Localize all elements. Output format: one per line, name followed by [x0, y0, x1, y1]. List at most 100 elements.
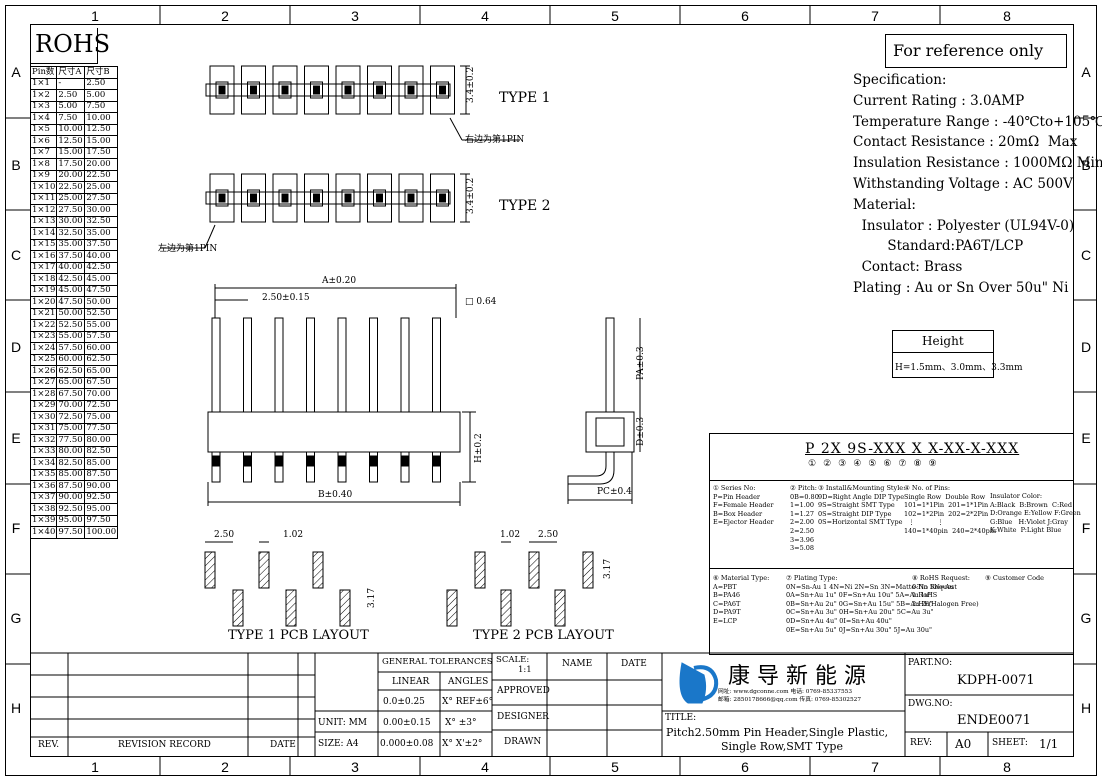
scale-value: 1:1 — [518, 665, 532, 675]
color-legend: K:White P:Light Blue — [990, 526, 1062, 535]
zone-left-D: D — [10, 339, 22, 355]
pitch-legend: 1=1.00 — [790, 501, 815, 510]
install-legend: ③ Install&Mounting Style: — [818, 484, 906, 492]
spec-line: Contact Resistance : 20mΩ Max — [853, 134, 1078, 151]
pin-table-cell: 1×32 — [29, 434, 58, 447]
pin-table-cell: 22.50 — [56, 181, 86, 194]
pin-table-cell: 25.00 — [56, 192, 86, 205]
revision-record-header: REVISION RECORD — [118, 740, 211, 750]
rohs-box — [30, 28, 98, 64]
outer-border — [5, 5, 1097, 776]
left-pin1-note: 左边为第1PIN — [158, 244, 218, 254]
angle-tol-1: X° REF±6° — [442, 697, 494, 707]
zone-right-C: C — [1080, 247, 1092, 263]
title-text-1: Pitch2.50mm Pin Header,Single Plastic, — [666, 726, 889, 739]
zone-right-D: D — [1080, 339, 1092, 355]
pin-table-cell: 1×25 — [29, 353, 58, 366]
spec-line: Insulation Resistance : 1000MΩ Min — [853, 155, 1102, 172]
pins-legend: ⋮ ⋮ — [904, 518, 944, 527]
pin-table-cell: 1×7 — [29, 146, 58, 159]
zone-top-5: 5 — [611, 8, 619, 24]
pin-table-cell: 97.50 — [56, 526, 86, 539]
zone-bottom-6: 6 — [741, 759, 749, 775]
linear-tol-3: 0.000±0.08 — [380, 739, 434, 749]
pcb-layout-2 — [446, 541, 594, 627]
pin-table-cell: 32.50 — [84, 215, 119, 228]
zone-top-3: 3 — [351, 8, 359, 24]
pcb1-label: TYPE 1 PCB LAYOUT — [228, 628, 369, 643]
pin-table-cell: 32.50 — [56, 227, 86, 240]
rohs-legend: 0:No Request — [912, 582, 957, 591]
dim-pa: PA±0.3 — [636, 346, 646, 380]
title-label: TITLE: — [665, 713, 697, 723]
pitch-legend: 3=3.96 — [790, 535, 815, 544]
spec-line: Specification: — [853, 72, 947, 88]
zone-left-G: G — [10, 610, 22, 626]
zone-bottom-5: 5 — [611, 759, 619, 775]
color-legend: D:Orange E:Yellow F:Green — [990, 509, 1081, 518]
dim-h: H±0.2 — [474, 433, 484, 463]
part-code-divider-1 — [709, 480, 1074, 481]
pin-table-cell: 35.00 — [56, 238, 86, 251]
side-view — [567, 317, 641, 504]
material-legend: C=PA6T — [713, 599, 741, 608]
pin-table-cell: 17.50 — [84, 146, 119, 159]
material-legend: D=PA9T — [713, 608, 741, 617]
zone-bottom-4: 4 — [481, 759, 489, 775]
type2-height-dim: 3.4±0.2 — [466, 177, 476, 214]
pitch-legend: ② Pitch: — [790, 484, 817, 492]
spec-line: Standard:PA6T/LCP — [853, 238, 1024, 255]
company-mail: 邮箱: 2850178666@qq.com 传真: 0769-85302527 — [718, 697, 862, 703]
size-label: SIZE: A4 — [318, 739, 359, 749]
pin-table-cell: 1×5 — [29, 123, 58, 136]
pin-table-cell: 95.00 — [84, 503, 119, 516]
pin-table-cell: 1×6 — [29, 135, 58, 148]
pins-legend: 102=1*2Pin 202=2*2Pin — [904, 509, 989, 518]
spec-line: Current Rating : 3.0AMP — [853, 92, 1025, 109]
pin-table-cell: 15.00 — [56, 146, 86, 159]
company-web: 网址: www.dgconne.com 电话: 0769-85337553 — [718, 689, 853, 695]
dim-a: A±0.20 — [322, 276, 357, 286]
pins-legend: 101=1*1Pin 201=1*1Pin — [904, 501, 989, 510]
leader-left — [204, 224, 216, 249]
rev-value: A0 — [955, 737, 972, 751]
linear-tol-1: 0.0±0.25 — [383, 697, 425, 707]
part-no: KDPH-0071 — [957, 673, 1035, 688]
material-legend: ⑥ Material Type: — [713, 574, 770, 582]
install-legend: 0S=Horizontal SMT Type — [818, 518, 903, 527]
angles-header: ANGLES — [448, 677, 489, 687]
type2-label: TYPE 2 — [499, 198, 551, 214]
pin-table-cell: 17.50 — [56, 158, 86, 171]
pin-table-cell: 1×8 — [29, 158, 58, 171]
drawn-label: DRAWN — [504, 737, 542, 747]
revision-date-header: DATE — [270, 740, 296, 750]
zone-left-A: A — [11, 64, 21, 80]
color-legend: A:Black B:Brown C:Red — [990, 500, 1073, 509]
pcb1-pitch: 2.50 — [214, 530, 235, 540]
pin-table-cell: 1×38 — [29, 503, 58, 516]
rohs-legend: ⑧ RoHS Request: — [912, 574, 970, 582]
pcb2-pad-width: 1.02 — [500, 530, 521, 540]
approved-label: APPROVED — [497, 686, 550, 696]
part-code-box — [709, 433, 1074, 655]
pin-table-cell: 1×34 — [29, 457, 58, 470]
type1-label: TYPE 1 — [499, 90, 551, 106]
pin-table-cell: 1×29 — [29, 399, 58, 412]
pin-table-cell: 47.50 — [56, 296, 86, 309]
series-legend: B=Box Header — [713, 509, 763, 518]
scale-label: SCALE: — [496, 655, 530, 665]
zone-bottom-8: 8 — [1003, 759, 1011, 775]
zone-left-F: F — [11, 520, 21, 536]
date-header: DATE — [621, 659, 647, 669]
part-no-label: PART.NO: — [908, 658, 953, 668]
pin-table-cell: 1×15 — [29, 238, 58, 251]
